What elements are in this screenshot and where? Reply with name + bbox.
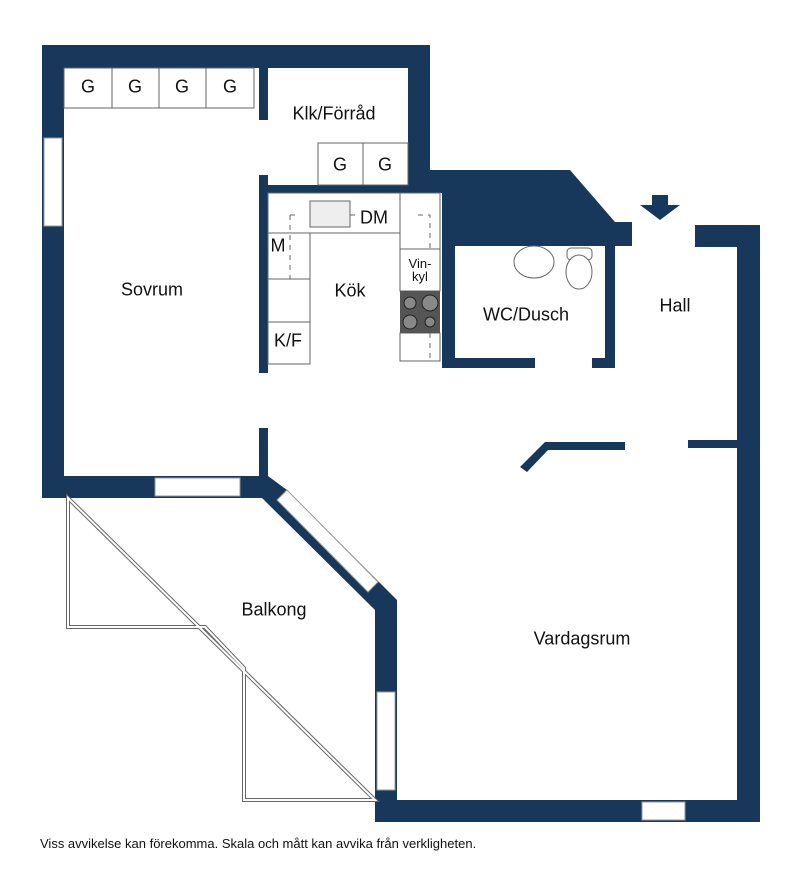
cabinet-g-4: G: [222, 76, 238, 97]
cabinet-g-1: G: [80, 76, 96, 97]
room-wc-dusch: WC/Dusch: [482, 304, 570, 325]
room-vardagsrum: Vardagsrum: [533, 628, 631, 649]
wine-cooler-label: Vin-kyl: [409, 257, 432, 283]
disclaimer: Viss avvikelse kan förekomma. Skala och …: [40, 836, 477, 851]
microwave-label: M: [270, 235, 286, 256]
wine-cooler-line-1: Vin-: [408, 256, 432, 271]
stove: [400, 291, 440, 333]
dishwasher-label: DM: [360, 207, 388, 228]
room-klk-forrad: Klk/Förråd: [292, 103, 376, 124]
room-kok: Kök: [334, 280, 366, 301]
room-hall: Hall: [659, 295, 691, 316]
cabinet-g-3: G: [174, 76, 190, 97]
room-sovrum: Sovrum: [120, 279, 184, 300]
entrance-arrow-icon: [640, 195, 680, 220]
cabinets: [63, 67, 593, 365]
room-balkong: Balkong: [241, 599, 307, 620]
cabinet-g-2: G: [127, 76, 143, 97]
cabinet-g-6: G: [377, 154, 393, 175]
cabinet-g-5: G: [332, 154, 348, 175]
wine-cooler-line-2: kyl: [412, 269, 428, 284]
windows: [43, 137, 686, 821]
fridge-freezer-label: K/F: [273, 330, 303, 351]
